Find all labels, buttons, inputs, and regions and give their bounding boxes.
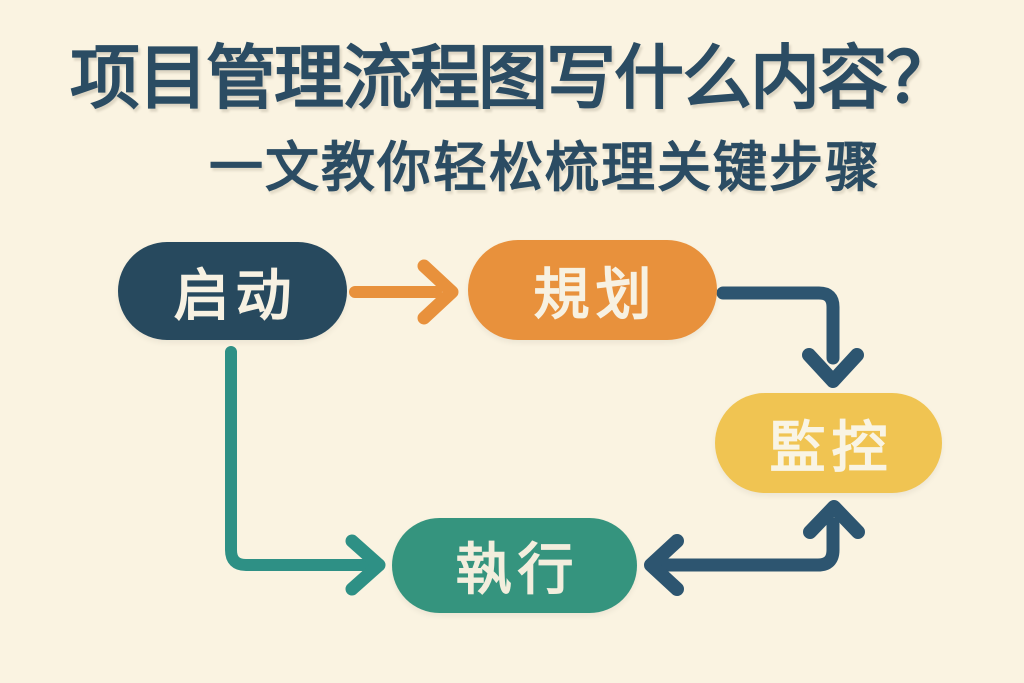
node-initiate-label: 启动	[173, 263, 298, 329]
arrow-shaft	[716, 286, 840, 365]
arrow-shaft	[225, 346, 372, 571]
arrow-head-right-icon	[345, 534, 386, 596]
node-monitor: 監控	[715, 393, 942, 493]
arrow-plan-to-monitor	[716, 286, 864, 388]
node-execute-label: 執行	[455, 538, 580, 603]
node-plan-label: 規划	[533, 262, 658, 328]
arrow-initiate-to-execute	[225, 346, 386, 596]
node-monitor-label: 監控	[769, 415, 894, 481]
arrow-head-left-icon	[644, 534, 684, 596]
arrow-head-down-icon	[802, 348, 864, 388]
arrow-monitor-execute-bidirectional	[644, 500, 865, 596]
arrow-head-right-icon	[417, 259, 459, 325]
arrow-shaft	[656, 517, 840, 572]
node-execute: 執行	[392, 518, 637, 613]
arrow-head-up-icon	[803, 500, 865, 539]
arrow-initiate-to-plan	[349, 259, 459, 325]
node-plan: 規划	[468, 240, 717, 340]
node-initiate: 启动	[118, 242, 347, 340]
page-subtitle: 一文教你轻松梳理关键步骤	[209, 136, 881, 199]
page-title: 项目管理流程图写什么内容？	[70, 37, 956, 119]
